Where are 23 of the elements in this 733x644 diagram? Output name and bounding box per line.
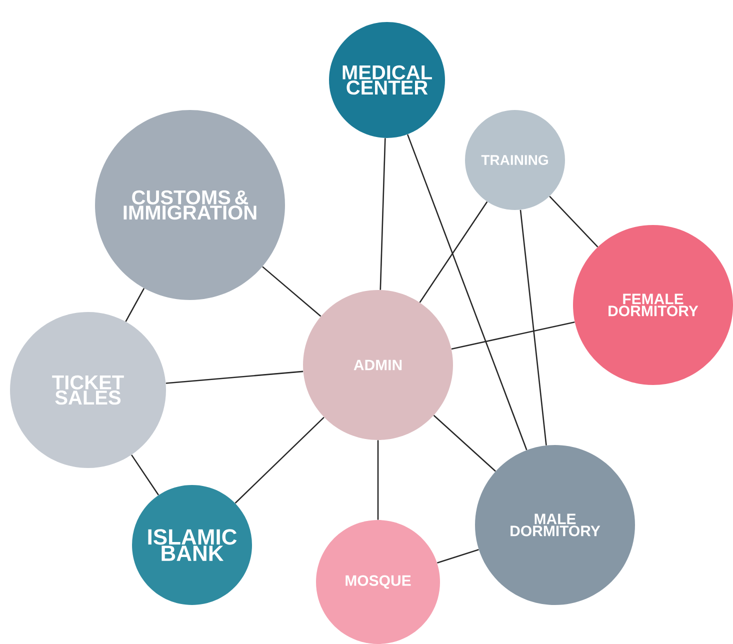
connector-line [131,454,159,496]
connector-line [166,370,304,384]
connector-line [437,548,479,564]
connector-line [380,138,386,290]
circle-node: TICKET SALES [10,312,166,468]
circle-node: MALE DORMITORY [475,445,635,605]
connector-line [377,440,379,520]
circle-node: MEDICAL CENTER [329,22,445,138]
circle-node: TRAINING [465,110,565,210]
connector-line [406,134,528,450]
connector-line [234,416,324,504]
connector-line [419,201,488,303]
circle-node: CUSTOMS & IMMIGRATION [95,110,285,300]
circle-node: ADMIN [303,290,453,440]
connector-line [262,266,322,317]
connector-line [451,321,575,350]
connector-line [433,414,496,472]
circle-node: MOSQUE [316,520,440,644]
circle-node: ISLAMIC BANK [132,485,252,605]
circle-node: FEMALE DORMITORY [573,225,733,385]
connector-line [549,196,598,248]
connector-line [125,288,145,322]
connector-line [520,210,547,446]
